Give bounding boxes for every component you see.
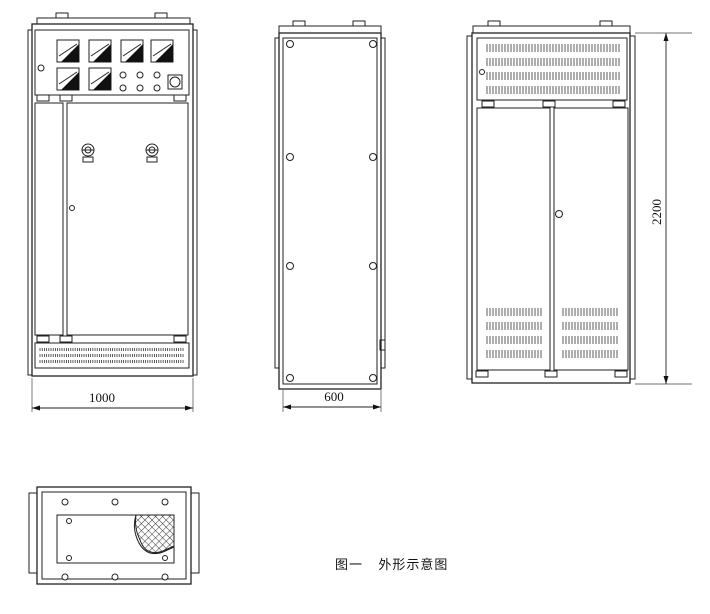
rear-top-panel xyxy=(476,37,628,101)
dimension-depth: 600 xyxy=(282,389,382,412)
rotary-switch-right xyxy=(145,143,159,163)
door-handle xyxy=(69,205,75,211)
dimension-height: 2200 xyxy=(635,32,692,385)
instrument-panel xyxy=(34,29,190,96)
lifting-eye-left xyxy=(487,20,501,27)
lifting-eye-right xyxy=(154,12,168,19)
side-view: 600 xyxy=(274,20,386,412)
bottom-vent-panel xyxy=(34,342,190,369)
base-mounting-holes xyxy=(61,498,169,581)
rear-door-vent-slots xyxy=(486,308,618,358)
front-vent-slots xyxy=(39,348,184,363)
lifting-eye-left xyxy=(55,12,69,19)
bottom-view xyxy=(28,486,200,585)
rear-door-handle xyxy=(555,210,563,218)
narrow-door xyxy=(34,102,64,336)
front-cabinet-body xyxy=(31,23,194,377)
meter-row-2 xyxy=(56,67,112,91)
meter-row-1 xyxy=(56,39,174,63)
front-view: 1000 xyxy=(27,12,198,412)
indicator-lamps xyxy=(119,71,183,92)
side-panel xyxy=(278,32,382,390)
figure-caption: 图一 外形示意图 xyxy=(335,558,449,573)
rear-door-left xyxy=(476,107,551,371)
cable-entry-mesh xyxy=(135,514,175,554)
main-door xyxy=(66,102,189,336)
lifting-eye-right xyxy=(352,20,366,27)
width-label: 1000 xyxy=(89,390,115,405)
lifting-eye-left xyxy=(292,20,306,27)
rear-door-right xyxy=(553,107,629,371)
depth-label: 600 xyxy=(324,389,344,404)
dimension-width: 1000 xyxy=(31,378,194,412)
rotary-switch-left xyxy=(81,143,95,163)
lifting-eye-right xyxy=(599,20,613,27)
base-frame xyxy=(36,486,192,585)
rear-view: 2200 xyxy=(466,20,692,385)
side-panel-bolts xyxy=(286,40,377,382)
rear-top-vent-slots xyxy=(486,44,620,94)
height-label: 2200 xyxy=(649,199,664,225)
rear-cabinet-body xyxy=(471,32,631,384)
